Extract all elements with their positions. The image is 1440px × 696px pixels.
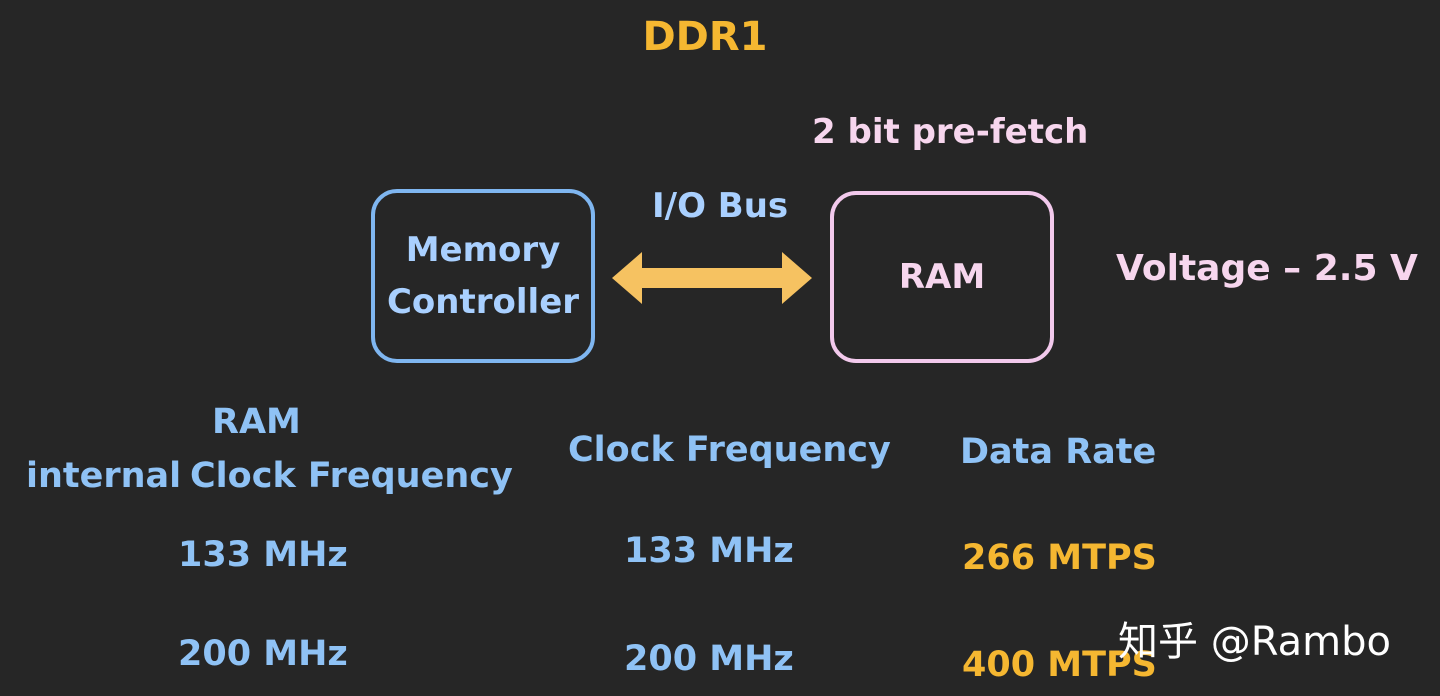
header-data-rate: Data Rate — [960, 432, 1157, 472]
memory-controller-box: Memory Controller — [371, 189, 595, 363]
memory-controller-line1: Memory — [405, 230, 561, 270]
row1-internal-clock: 133 MHz — [178, 535, 348, 575]
memory-controller-line2: Controller — [386, 282, 580, 322]
header-ram: RAM — [212, 402, 301, 442]
prefetch-label: 2 bit pre-fetch — [812, 112, 1089, 152]
ram-box: RAM — [830, 191, 1054, 363]
header-internal: internal — [26, 456, 182, 496]
watermark: 知乎 @Rambo — [1118, 619, 1391, 665]
row2-data-rate: 400 MTPS — [962, 645, 1157, 685]
row2-clock: 200 MHz — [624, 639, 794, 679]
header-internal-clock-frequency: Clock Frequency — [190, 456, 513, 496]
diagram-title: DDR1 — [642, 14, 768, 60]
row1-clock: 133 MHz — [624, 531, 794, 571]
io-bus-label: I/O Bus — [652, 186, 789, 226]
bidirectional-arrow-icon — [612, 252, 812, 304]
row1-data-rate: 266 MTPS — [962, 538, 1157, 578]
bus-arrow-shape — [612, 252, 812, 304]
header-clock-frequency: Clock Frequency — [568, 430, 891, 470]
row2-internal-clock: 200 MHz — [178, 634, 348, 674]
voltage-label: Voltage – 2.5 V — [1116, 248, 1418, 289]
ram-box-label: RAM — [898, 257, 986, 297]
